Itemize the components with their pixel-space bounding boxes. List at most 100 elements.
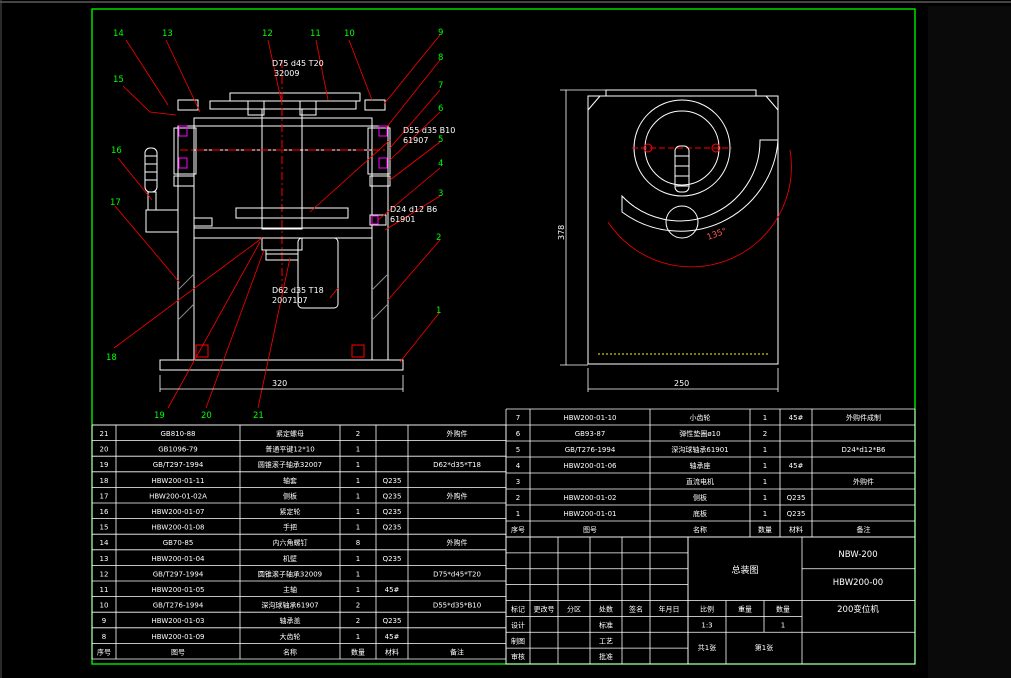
left-row-5-col-3: 1 [356,508,360,516]
role-1: 标准 [599,620,613,629]
left-row-12-col-1: HBW200-01-03 [152,617,205,625]
left-row-6-col-2: 手把 [283,523,297,532]
left-row-3-col-3: 1 [356,477,360,485]
callout-numbers: 1 2 3 4 5 6 7 8 9 10 11 12 13 14 15 16 1… [106,28,443,421]
right-row-6-col-2: 底板 [693,509,707,518]
right-header-0: 序号 [511,525,525,534]
right-row-4-col-3: 1 [763,478,767,486]
left-row-3-col-2: 轴套 [283,476,297,485]
left-row-9-col-2: 圆锥滚子轴承32009 [258,569,322,578]
left-row-3-col-1: HBW200-01-11 [152,477,205,485]
rev-header-5: 年月日 [659,605,680,614]
front-width-dim: 320 [272,379,287,388]
right-row-5-col-1: HBW200-01-02 [564,494,617,502]
right-row-6-col-1: HBW200-01-01 [564,510,617,518]
left-row-4-col-0: 17 [100,492,109,500]
left-row-2-col-1: GB/T297-1994 [153,461,204,469]
code1: NBW-200 [838,550,877,560]
left-row-10-col-4: 45# [385,586,400,594]
ratio-label: 比例 [700,605,714,614]
right-header-4: 材料 [789,525,803,534]
side-view [587,89,779,365]
role-4: 审核 [511,652,525,661]
rev-header-2: 分区 [567,605,581,614]
left-row-8-col-3: 1 [356,555,360,563]
left-row-13-col-4: 45# [385,633,400,641]
qty-label: 数量 [776,605,790,614]
base-plate [159,359,404,371]
left-row-11-col-5: D55*d35*B10 [433,602,481,610]
left-row-10-col-0: 11 [100,586,109,594]
left-row-1-col-3: 1 [356,446,360,454]
callout-20: 20 [201,411,212,421]
note-right-b-1: D24 d12 B6 [390,205,437,214]
role-2: 制图 [511,636,525,645]
sheets-total: 共1张 [698,643,716,652]
code2: HBW200-00 [833,578,883,588]
callout-11: 11 [310,29,321,39]
right-row-1-col-1: GB93-87 [575,430,606,438]
side-plate-outline [587,95,779,365]
callout-5: 5 [438,135,443,145]
right-row-5-col-2: 侧板 [693,493,707,502]
callout-12: 12 [262,29,273,39]
left-row-5-col-2: 紧定轮 [280,507,301,516]
right-row-1-col-3: 2 [763,430,767,438]
left-row-2-col-5: D62*d35*T18 [433,461,481,469]
drawing-title: 总装图 [731,564,758,576]
bearing-notes: D75 d45 T20 32009 D55 d35 B10 61907 D24 … [272,59,455,305]
note-top-1: D75 d45 T20 [272,59,324,68]
right-row-3-col-3: 1 [763,462,767,470]
right-row-2-col-1: GB/T276-1994 [565,446,616,454]
left-row-7-col-0: 14 [100,539,109,547]
left-row-2-col-2: 圆锥滚子轴承32007 [258,460,322,469]
callout-3: 3 [438,189,443,199]
right-row-0-col-3: 1 [763,414,767,422]
left-row-6-col-4: Q235 [383,524,402,532]
left-row-0-col-2: 紧定螺母 [276,429,304,438]
note-bottom-2: 2007107 [272,296,308,305]
dc-motor [297,237,339,309]
callout-21: 21 [253,411,264,421]
left-row-4-col-5: 外购件 [447,491,468,500]
left-row-2-col-3: 1 [356,461,360,469]
right-header-2: 名称 [693,525,707,534]
left-row-7-col-2: 内六角螺钉 [273,538,308,547]
callout-2: 2 [436,233,441,243]
front-view [144,60,404,371]
callout-18: 18 [106,353,117,363]
left-row-8-col-4: Q235 [383,555,402,563]
right-header-1: 图号 [583,526,597,534]
left-row-9-col-3: 1 [356,570,360,578]
left-row-8-col-1: HBW200-01-04 [152,555,206,563]
note-top-2: 32009 [274,69,299,78]
note-right-b-2: 61901 [390,215,415,224]
right-header-3: 数量 [758,525,772,534]
left-row-3-col-0: 18 [100,477,109,485]
product-name: 200变位机 [837,604,879,615]
left-row-9-col-0: 12 [100,570,109,578]
right-row-3-col-0: 4 [516,462,521,470]
handle [144,147,158,193]
left-row-5-col-0: 16 [100,508,109,516]
left-header-2: 名称 [283,647,297,656]
callout-15: 15 [113,75,124,85]
left-row-0-col-3: 2 [356,430,360,438]
left-header-1: 图号 [171,648,185,656]
callout-6: 6 [438,104,443,114]
left-row-0-col-1: GB810-88 [160,430,195,438]
drawing-frame [91,8,916,665]
left-row-5-col-4: Q235 [383,508,402,516]
callout-10: 10 [344,29,355,39]
rev-header-4: 签名 [629,605,643,614]
left-row-12-col-4: Q235 [383,617,402,625]
weight-label: 重量 [738,606,752,614]
rev-header-1: 更改号 [534,605,555,614]
leader-lines [113,34,441,409]
right-row-5-col-4: Q235 [787,494,806,502]
right-side-plate [371,125,389,361]
